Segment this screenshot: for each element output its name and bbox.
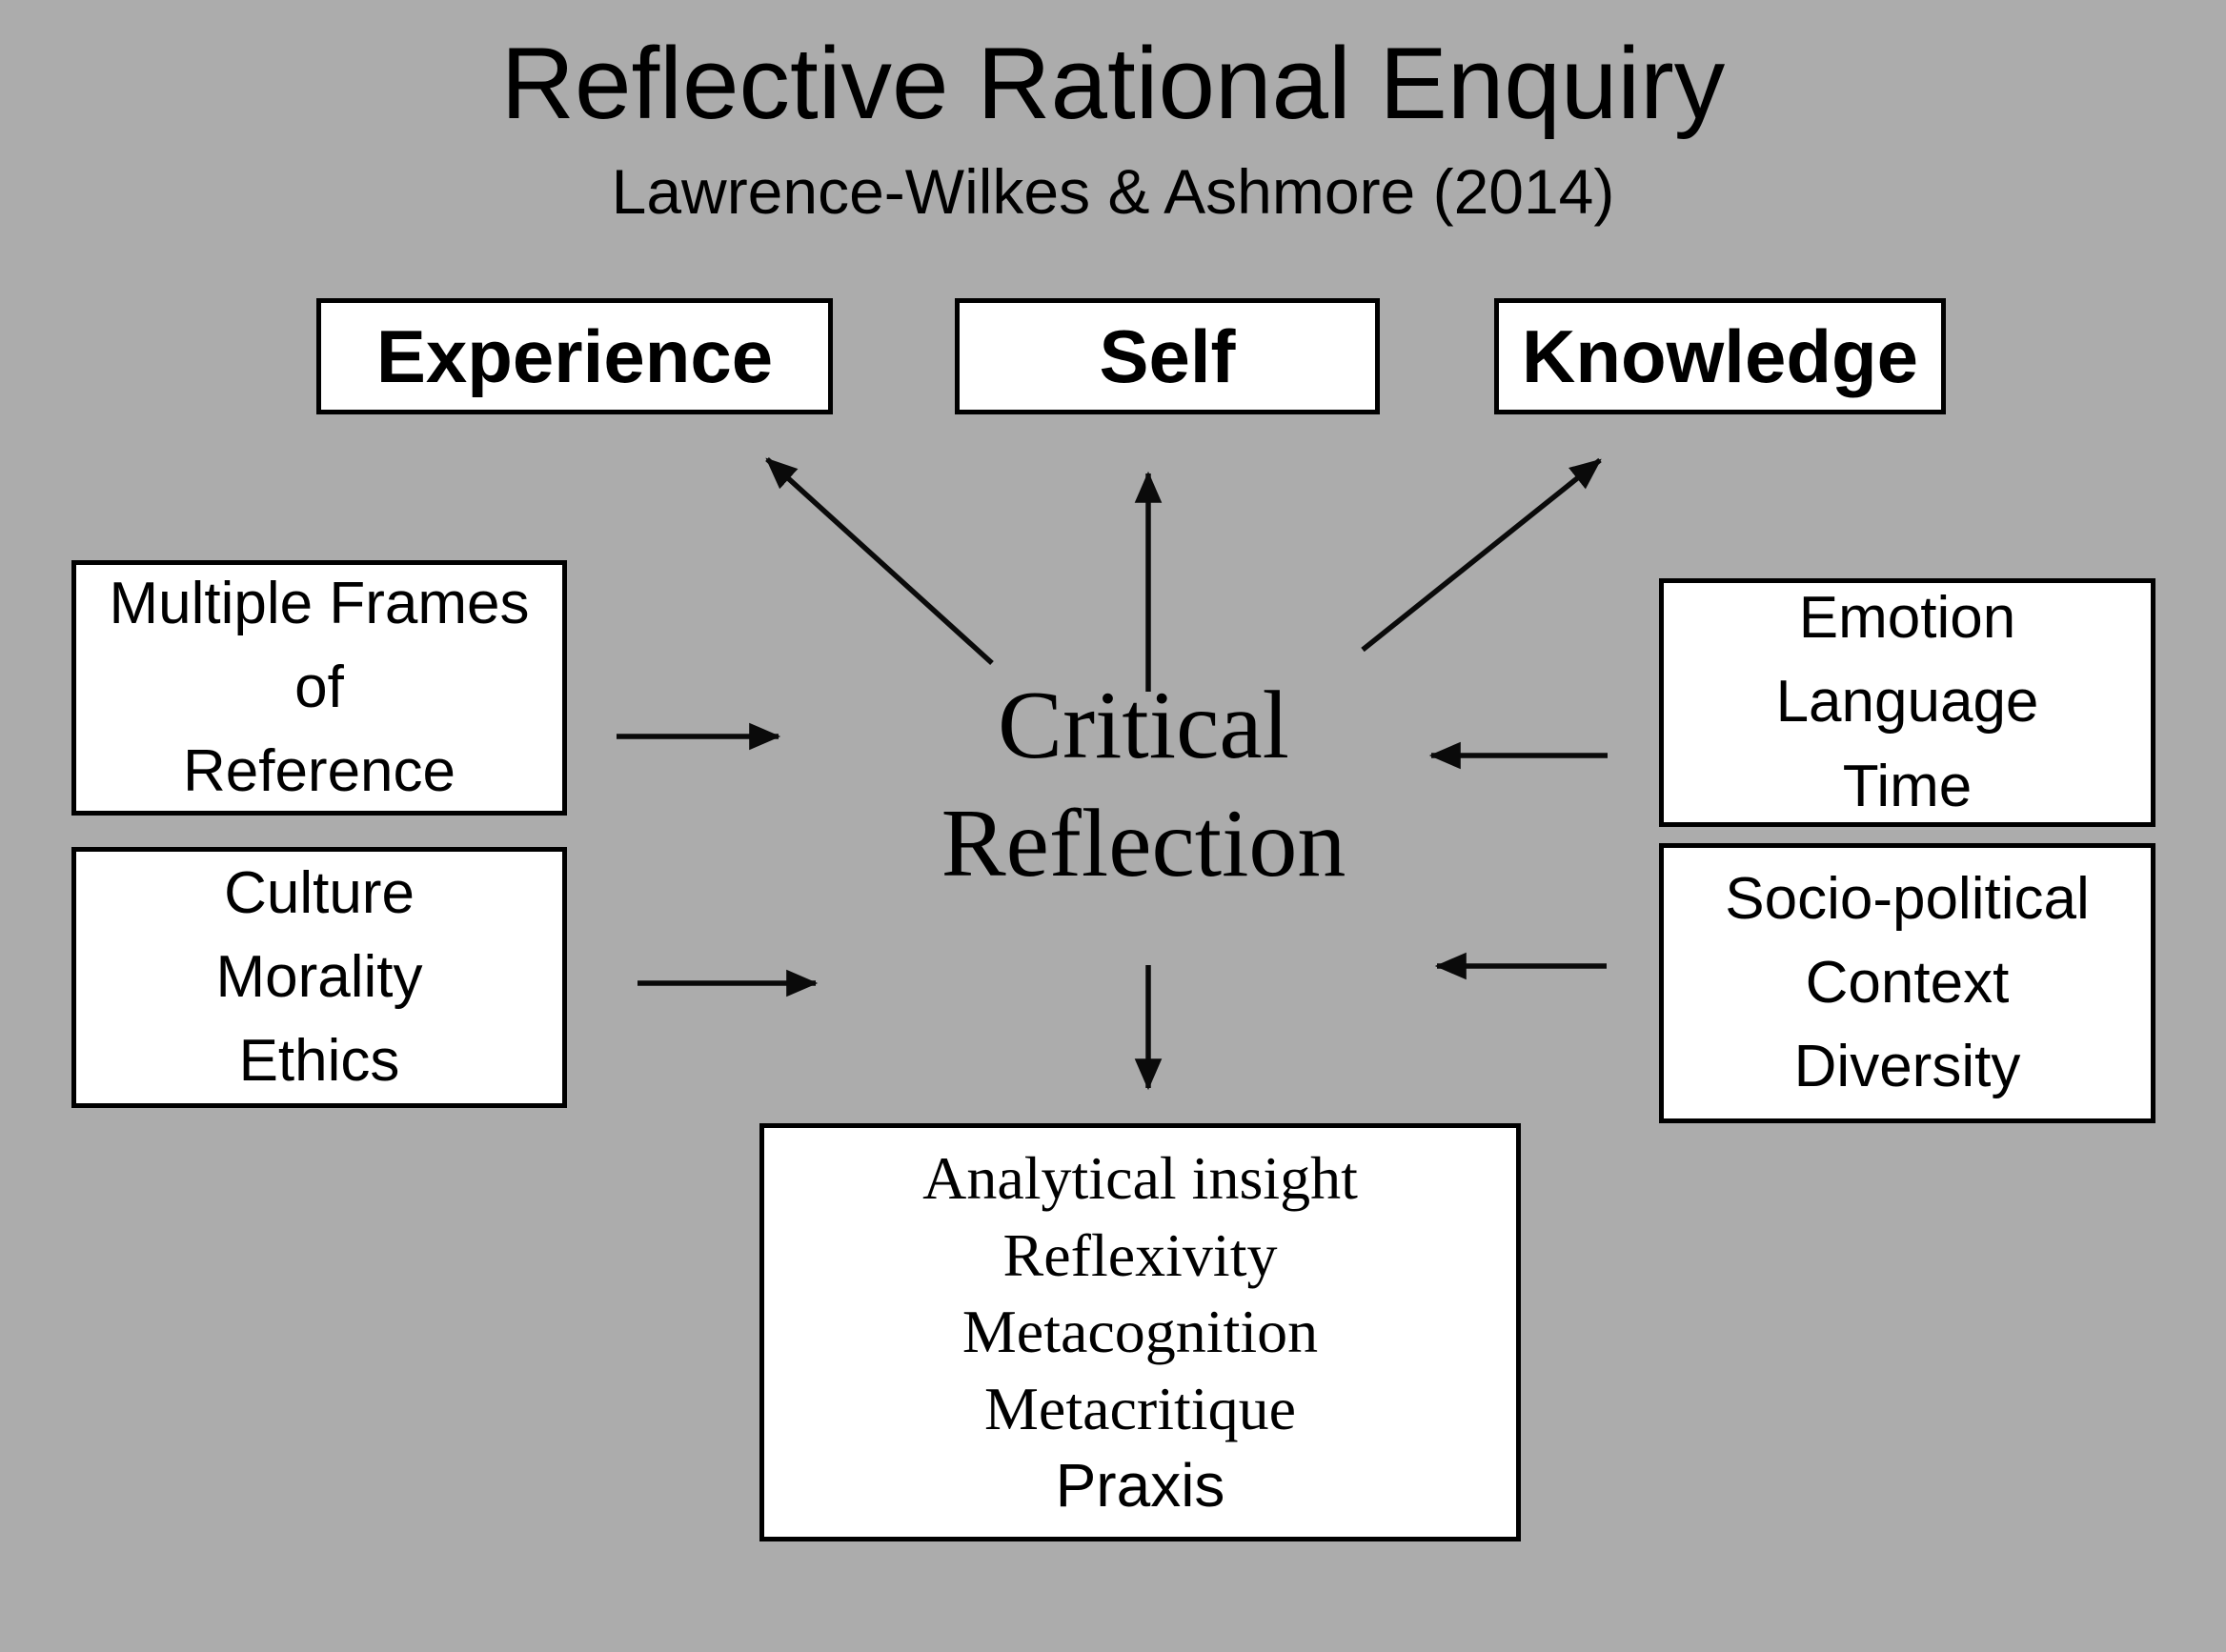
box-outcomes: Analytical insight Reflexivity Metacogni… bbox=[759, 1123, 1521, 1541]
box-knowledge: Knowledge bbox=[1494, 298, 1946, 414]
box-culture-morality-ethics: Culture Morality Ethics bbox=[71, 847, 567, 1108]
box-experience: Experience bbox=[316, 298, 833, 414]
arrow-center-to-knowledge bbox=[1361, 457, 1602, 653]
box-multiple-frames-label: Multiple Frames of Reference bbox=[109, 570, 530, 805]
outcome-line-praxis: Praxis bbox=[1055, 1451, 1225, 1521]
page-title: Reflective Rational Enquiry bbox=[500, 26, 1726, 140]
box-self: Self bbox=[955, 298, 1380, 414]
central-concept: Critical Reflection bbox=[941, 672, 1346, 898]
box-self-label: Self bbox=[1099, 313, 1236, 398]
page-subtitle: Lawrence-Wilkes & Ashmore (2014) bbox=[611, 156, 1615, 227]
outcome-line-reflexivity: Reflexivity bbox=[1002, 1220, 1278, 1289]
box-emotion-language-time: Emotion Language Time bbox=[1659, 578, 2155, 827]
arrow-center-to-experience bbox=[765, 456, 994, 666]
box-socio-political: Socio-political Context Diversity bbox=[1659, 843, 2155, 1123]
box-socio-political-label: Socio-political Context Diversity bbox=[1725, 865, 2090, 1100]
box-multiple-frames: Multiple Frames of Reference bbox=[71, 560, 567, 816]
box-knowledge-label: Knowledge bbox=[1521, 313, 1918, 398]
box-experience-label: Experience bbox=[375, 313, 774, 398]
outcome-line-analytical-insight: Analytical insight bbox=[922, 1143, 1358, 1212]
box-emotion-language-time-label: Emotion Language Time bbox=[1775, 585, 2039, 819]
box-culture-morality-ethics-label: Culture Morality Ethics bbox=[215, 859, 423, 1095]
outcome-line-metacognition: Metacognition bbox=[961, 1298, 1319, 1366]
outcome-line-metacritique: Metacritique bbox=[984, 1374, 1296, 1442]
